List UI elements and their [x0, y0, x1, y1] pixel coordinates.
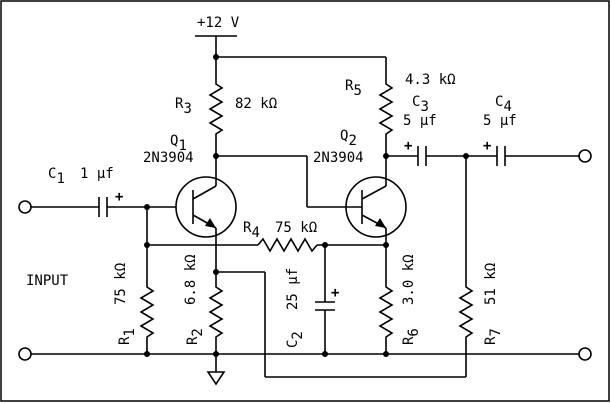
c2-name: C2: [285, 331, 306, 348]
r3-value: 82 kΩ: [235, 96, 277, 112]
supply-label: +12 V: [197, 15, 240, 31]
q1-part: 2N3904: [143, 150, 194, 166]
c4-name: C4: [495, 94, 512, 115]
r7-value: 51 kΩ: [483, 263, 499, 305]
r5-value: 4.3 kΩ: [405, 72, 456, 88]
r6-value: 3.0 kΩ: [401, 254, 417, 305]
q1-collector-node: [213, 153, 362, 208]
r5-name: R5: [345, 78, 362, 99]
capacitor-c2: [315, 245, 335, 354]
transistor-q1: [175, 176, 237, 238]
c1-polarity: +: [115, 189, 123, 205]
r7-name: R7: [483, 328, 504, 345]
c1-value: 1 µf: [80, 166, 114, 182]
resistor-r2: [208, 282, 224, 354]
r1-value: 75 kΩ: [113, 263, 129, 305]
feedback-network: [144, 207, 389, 282]
r4-value: 75 kΩ: [275, 220, 317, 236]
output-network: [383, 146, 592, 186]
c4-value: 5 µf: [483, 113, 517, 129]
c4-polarity: +: [483, 138, 491, 154]
supply-rail: [195, 35, 387, 79]
r3-name: R3: [175, 96, 192, 117]
q2-name: Q2: [340, 128, 357, 149]
r4-name: R4: [243, 220, 260, 241]
c1-name: C1: [48, 166, 65, 187]
q2-part: 2N3904: [313, 150, 364, 166]
ground-rail: [18, 347, 592, 372]
r1-name: R1: [117, 328, 138, 345]
c2-value: 25 µf: [285, 268, 301, 310]
resistor-r3: [208, 79, 224, 156]
r6-name: R6: [401, 328, 422, 345]
resistor-r6: [378, 228, 394, 354]
c2-polarity: +: [331, 285, 339, 301]
q1-emitter-network: [213, 228, 466, 378]
input-network: [18, 197, 176, 217]
transistor-q2: [345, 176, 407, 238]
resistor-r5: [378, 79, 394, 156]
r2-name: R2: [185, 328, 206, 345]
c3-value: 5 µf: [403, 113, 437, 129]
input-label: INPUT: [26, 273, 69, 289]
q1-name: Q1: [170, 133, 187, 154]
ground-symbol-icon: [206, 371, 226, 386]
c3-name: C3: [412, 94, 429, 115]
resistor-r7: [458, 156, 474, 377]
c3-polarity: +: [404, 138, 412, 154]
resistor-r1: [139, 282, 155, 354]
r2-value: 6.8 kΩ: [183, 254, 199, 305]
